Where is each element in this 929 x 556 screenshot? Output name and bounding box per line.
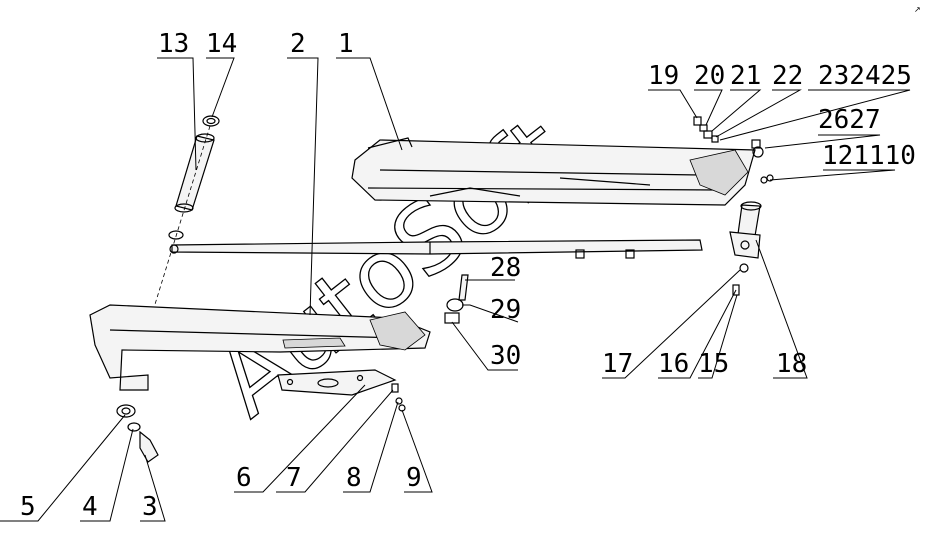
- callout-9: 9: [406, 463, 422, 493]
- part-18-bracket: [729, 201, 762, 259]
- part-7-9-fasteners: [391, 383, 406, 412]
- callout-6: 6: [236, 463, 252, 493]
- callout-21: 21: [730, 61, 761, 91]
- callout-15: 15: [698, 349, 729, 379]
- callout-5: 5: [20, 492, 36, 522]
- callout-12-11-10: 121110: [822, 141, 916, 171]
- callout-29: 29: [490, 295, 521, 325]
- callout-4: 4: [82, 492, 98, 522]
- callout-8: 8: [346, 463, 362, 493]
- tie-rod: [169, 239, 703, 259]
- callout-23-24-25: 232425: [818, 61, 912, 91]
- part-1-hardware: [693, 116, 774, 184]
- part-28-30-pin-assembly: [444, 274, 469, 324]
- assembly-axis: [143, 125, 211, 341]
- leader-lines: [0, 57, 911, 522]
- part-15-17-fasteners: [732, 263, 749, 296]
- callout-20: 20: [694, 61, 725, 91]
- part-14-washer: [202, 115, 220, 127]
- callout-22: 22: [772, 61, 803, 91]
- callout-30: 30: [490, 341, 521, 371]
- callout-18: 18: [776, 349, 807, 379]
- callout-7: 7: [286, 463, 302, 493]
- part-13-cylinder: [174, 133, 215, 213]
- callout-1: 1: [338, 29, 354, 59]
- part-3-5-bottom-hardware: [116, 404, 159, 463]
- callout-28: 28: [490, 253, 521, 283]
- callout-17: 17: [602, 349, 633, 379]
- part-1-upper-boom: [351, 137, 756, 206]
- callout-2: 2: [290, 29, 306, 59]
- part-2-lower-boom: [89, 304, 431, 391]
- callout-3: 3: [142, 492, 158, 522]
- callout-26-27: 2627: [818, 105, 881, 135]
- callout-13: 13: [158, 29, 189, 59]
- callout-16: 16: [658, 349, 689, 379]
- corner-mark: ↗: [914, 5, 921, 14]
- callout-labels: 1 2 3 4 5 6 7 8 9 13 14 15 16 17 18 19 2…: [20, 29, 916, 522]
- callout-14: 14: [206, 29, 237, 59]
- part-6-plate: [277, 369, 397, 396]
- lower-washer: [168, 230, 184, 240]
- callout-19: 19: [648, 61, 679, 91]
